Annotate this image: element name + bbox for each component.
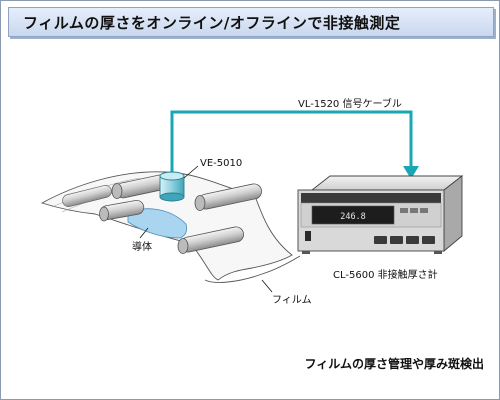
sensor-ve-5010 [159,171,185,202]
controller-button [390,236,403,244]
roller-back-left [62,185,112,207]
conductor-label: 導体 [132,242,152,253]
title-bar: フィルムの厚さをオンライン/オフラインで非接触測定 [8,7,494,37]
page-title: フィルムの厚さをオンライン/オフラインで非接触測定 [23,14,401,32]
sensor-leader-line [183,165,199,179]
controller-cl-5600: 246.8 [297,175,464,254]
display-readout: 246.8 [340,212,366,222]
controller-label: CL-5600 非接触厚さ計 [333,270,438,281]
controller-button [374,236,387,244]
roller-top-right [194,183,262,211]
controller-button [422,236,435,244]
controller-display [311,205,395,225]
roller-bottom-right [177,226,244,254]
film-leader-line [261,279,273,293]
sensor-label: VE-5010 [200,158,243,169]
conductor-leader-line [139,227,149,239]
conductor-plate [127,208,188,239]
cable-label: VL-1520 信号ケーブル [298,99,402,110]
cable-arrow-icon [403,166,419,179]
signal-cable [170,110,419,179]
roller-bottom-left [99,199,145,222]
controller-button [406,236,419,244]
film-label: フィルム [272,295,312,306]
footer-caption: フィルムの厚さ管理や厚み斑検出 [304,357,484,371]
